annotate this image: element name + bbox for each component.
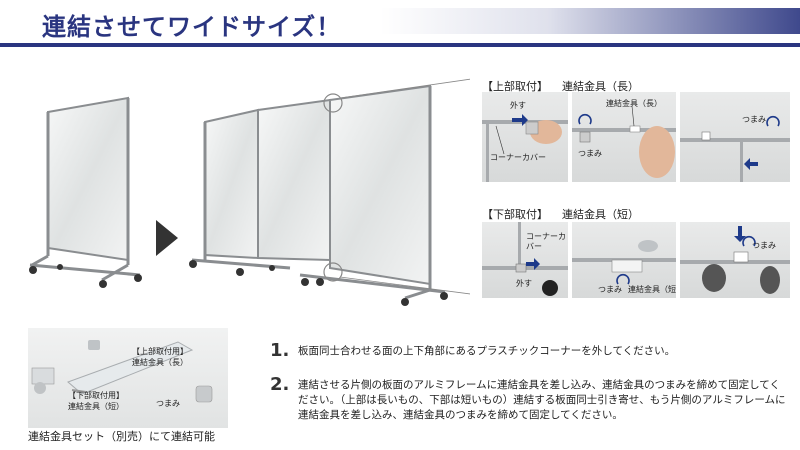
bottom-section-label: 【下部取付】 連結金具（短）: [482, 206, 639, 222]
kit-top-label: 【上部取付用】 連結金具（長）: [132, 346, 188, 368]
caption-corner-cover: コーナーカバー: [490, 153, 546, 162]
step-1-number: 1.: [270, 340, 290, 361]
step-2-number: 2.: [270, 374, 290, 395]
connected-panels: [189, 77, 479, 306]
kit-note: 連結金具セット（別売）にて連結可能: [28, 430, 215, 443]
kit-knob-label: つまみ: [156, 399, 180, 408]
caption-bracket-short: 連結金具（短）: [628, 285, 676, 294]
kit-bottom-label: 【下部取付用】 連結金具（短）: [68, 390, 124, 412]
caption-knob-bottom-2: つまみ: [752, 241, 776, 250]
kit-top-label-2: 連結金具（長）: [132, 358, 188, 367]
caption-knob-2: つまみ: [742, 115, 766, 124]
photo-top-tighten-knob: つまみ: [680, 92, 790, 182]
arrow-right-icon: [156, 220, 178, 256]
rotate-arrow-icon: [616, 273, 630, 285]
top-section-part: 連結金具（長）: [562, 80, 639, 93]
caption-corner-cover-bottom: コーナーカバー: [526, 232, 566, 251]
photo-bottom-1-drawing: [482, 222, 568, 296]
step-2-text: 連結させる片側の板面のアルミフレームに連結金具を差し込み、連結金具のつまみを締め…: [298, 379, 786, 421]
single-panel: [29, 96, 142, 288]
rotate-arrow-icon: [766, 115, 780, 127]
arrow-left-icon: [744, 158, 758, 170]
caption-remove: 外す: [510, 101, 526, 110]
bracket-kit-photo: 【上部取付用】 連結金具（長） 【下部取付用】 連結金具（短） つまみ: [28, 328, 228, 428]
photo-top-3-drawing: [680, 115, 790, 182]
arrow-right-icon: [512, 114, 528, 126]
photo-top-attach-bracket: 連結金具（長） つまみ: [572, 92, 676, 182]
kit-bottom-label-2: 連結金具（短）: [68, 402, 124, 411]
photo-bottom-remove-cover: コーナーカバー 外す: [482, 222, 568, 298]
caption-knob: つまみ: [578, 149, 602, 158]
page-title: 連結させてワイドサイズ！: [42, 13, 342, 41]
partition-drawing: [29, 77, 479, 306]
caption-knob-bottom: つまみ: [598, 285, 622, 294]
top-section-label: 【上部取付】 連結金具（長）: [482, 78, 639, 94]
arrow-down-icon: [734, 226, 746, 242]
top-section-title: 【上部取付】: [482, 80, 548, 93]
caption-remove-bottom: 外す: [516, 279, 532, 288]
bottom-section-title: 【下部取付】: [482, 208, 548, 221]
partition-illustration: [0, 60, 479, 320]
rotate-arrow-icon: [578, 113, 592, 125]
header: 連結させてワイドサイズ！: [0, 0, 800, 48]
header-rule: [0, 43, 800, 47]
bottom-section-part: 連結金具（短）: [562, 208, 639, 221]
photo-top-2-drawing: [572, 105, 676, 178]
photo-bottom-2-drawing: [572, 240, 676, 285]
photo-bottom-tighten-knob: つまみ: [680, 222, 790, 298]
kit-top-label-1: 【上部取付用】: [132, 347, 188, 356]
step-1-text: 板面同士合わせる面の上下角部にあるプラスチックコーナーを外してください。: [298, 345, 676, 357]
caption-bracket-long: 連結金具（長）: [606, 99, 662, 108]
kit-bottom-label-1: 【下部取付用】: [68, 391, 124, 400]
arrow-right-icon: [526, 258, 540, 270]
photo-bottom-3-drawing: [680, 226, 790, 294]
photo-top-1-drawing: [482, 114, 568, 182]
photo-top-remove-cover: 外す コーナーカバー: [482, 92, 568, 182]
header-accent-gradient: [380, 8, 800, 34]
photo-bottom-attach-bracket: つまみ 連結金具（短）: [572, 222, 676, 298]
bracket-kit-drawing: [31, 340, 213, 403]
rotate-arrow-icon: [742, 235, 756, 247]
